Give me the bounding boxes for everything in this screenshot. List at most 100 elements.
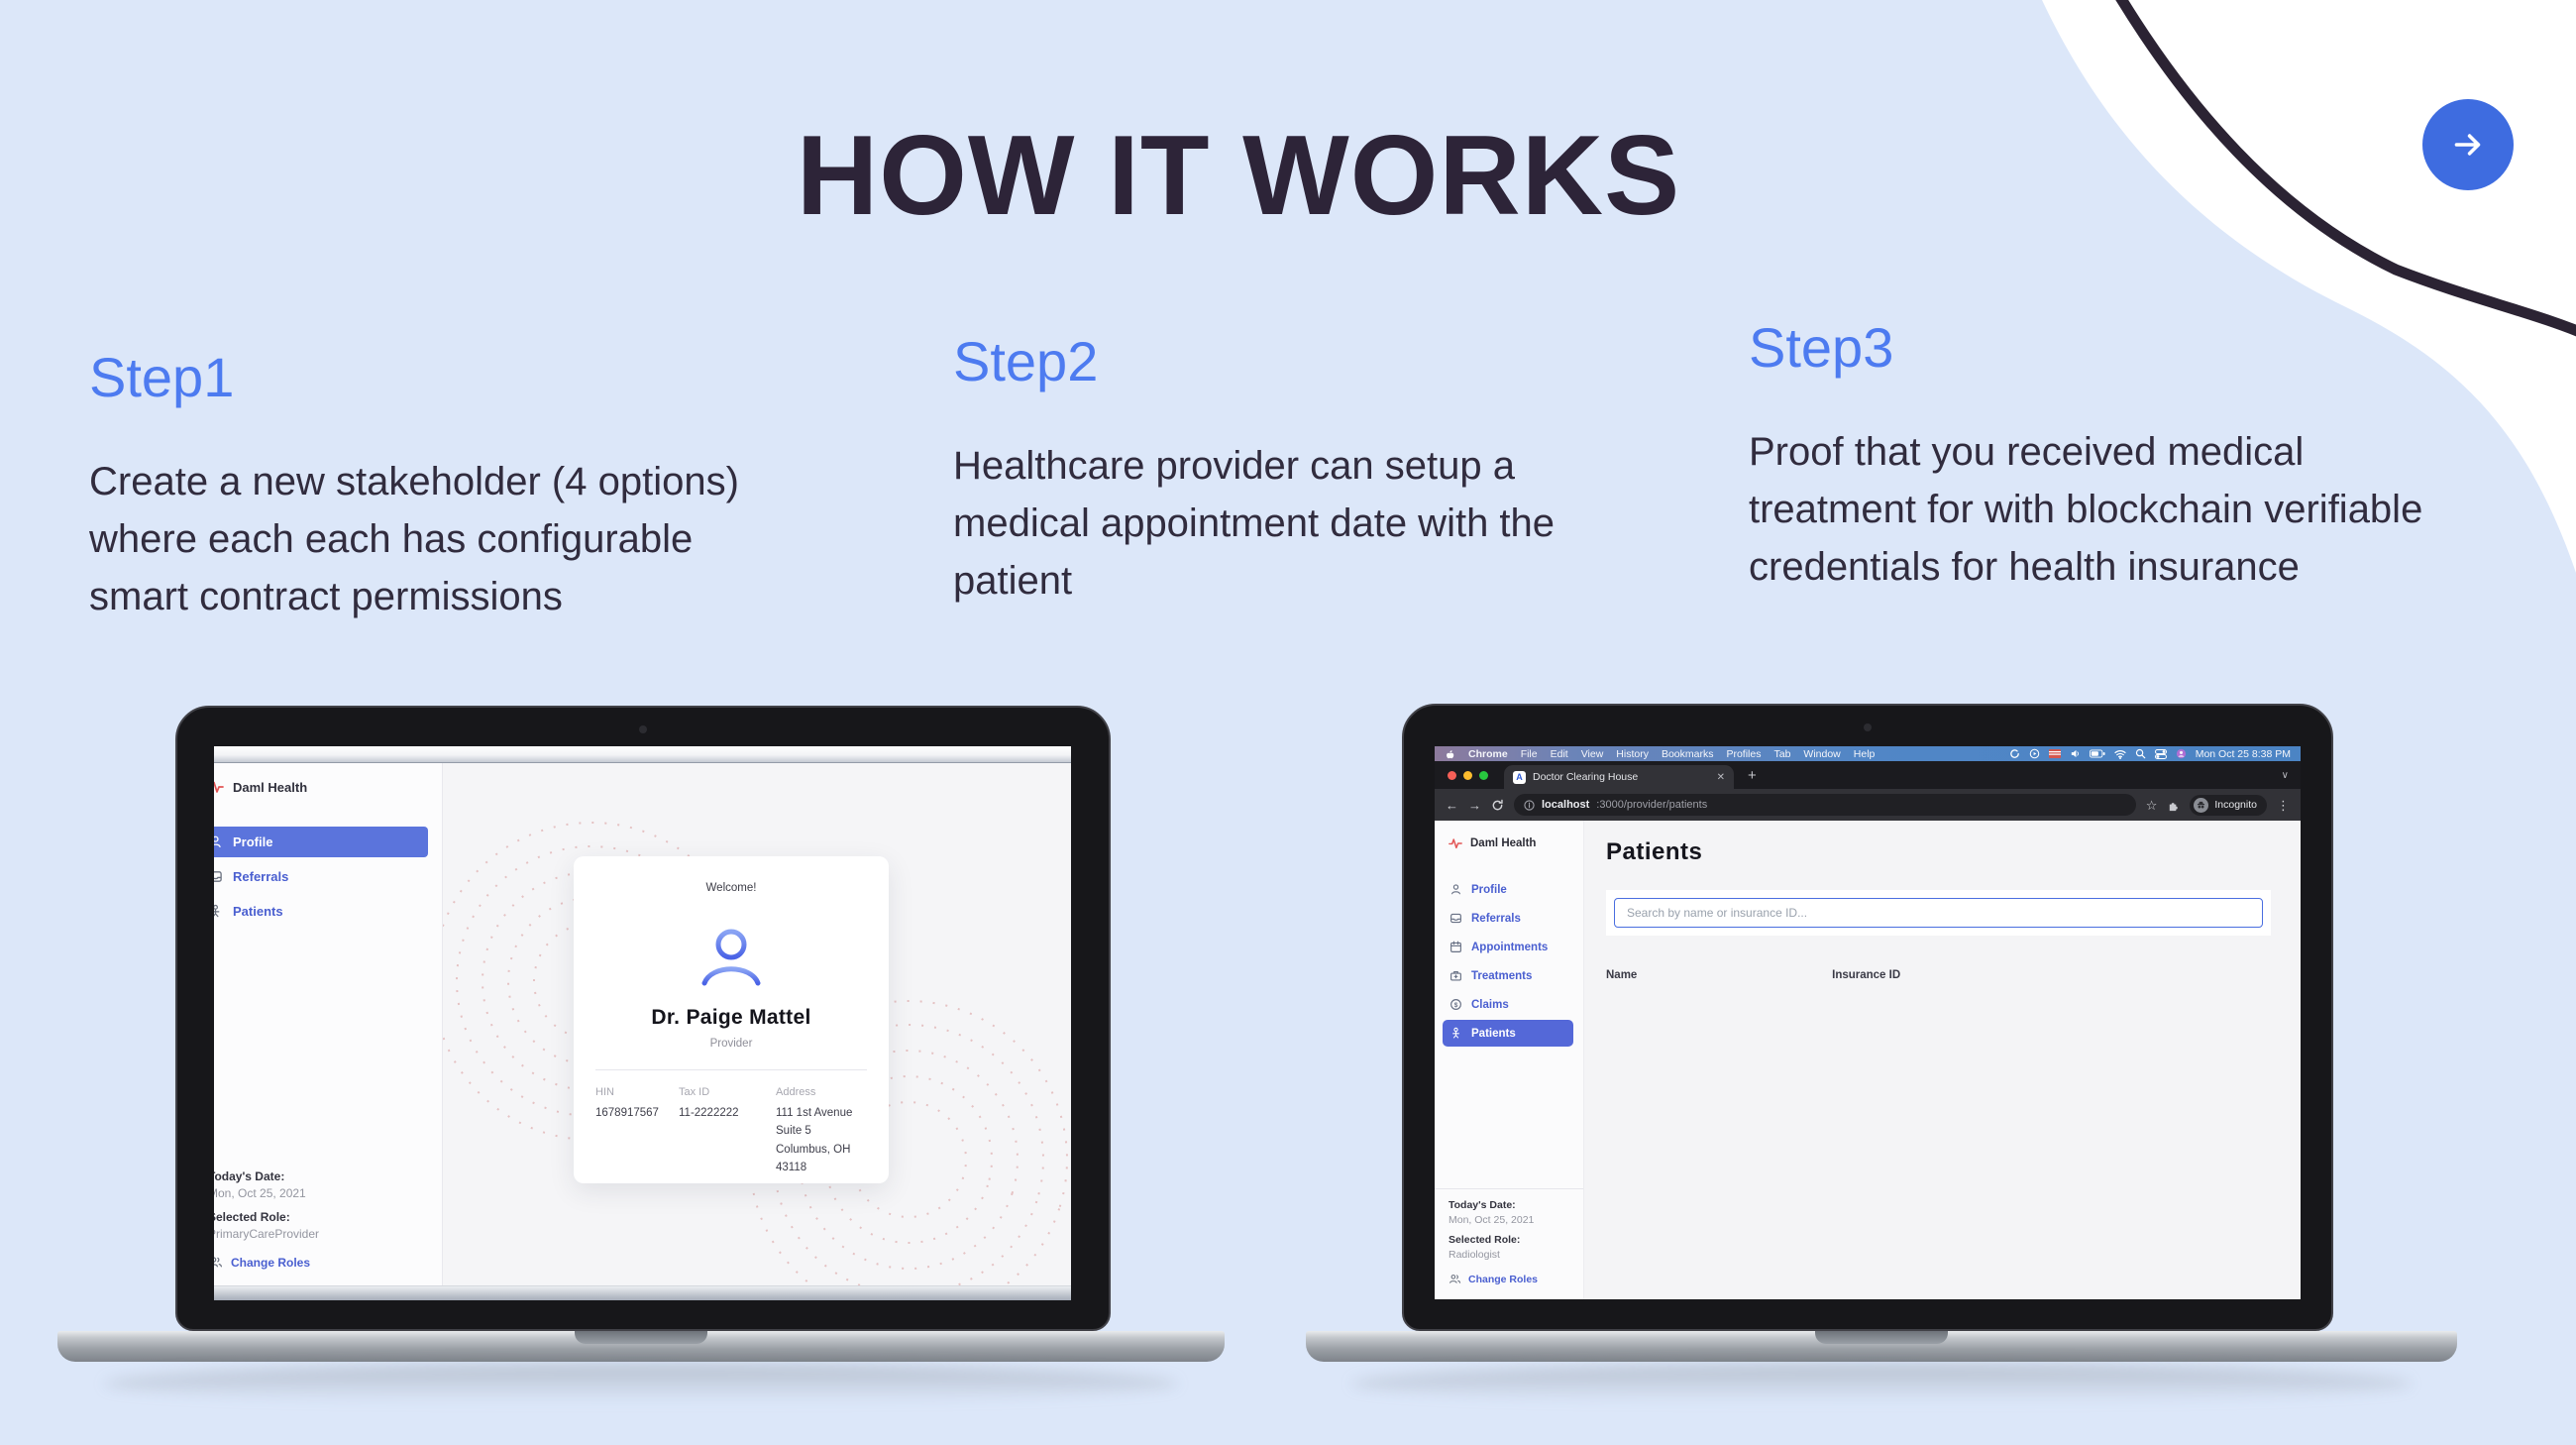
main-area: Patients Name Insurance ID — [1584, 821, 2301, 1299]
new-tab-button[interactable]: + — [1748, 766, 1757, 784]
sidebar-item-label: Appointments — [1471, 941, 1549, 953]
browser-tabbar: A Doctor Clearing House ✕ + ∨ — [1435, 761, 2301, 789]
svg-text:$: $ — [1454, 1002, 1458, 1009]
menubar-app-name[interactable]: Chrome — [1468, 747, 1508, 760]
field-label: HIN — [595, 1086, 614, 1098]
sidebar: Daml Health Profile Referrals — [214, 763, 443, 1285]
laptop-right-notch — [1815, 1331, 1948, 1344]
incognito-icon — [2194, 797, 2209, 813]
info-icon[interactable] — [1524, 799, 1535, 811]
date-value: Mon, Oct 25, 2021 — [1449, 1214, 1535, 1226]
step-2-label: Step2 — [953, 330, 1099, 392]
menubar-clock[interactable]: Mon Oct 25 8:38 PM — [2195, 747, 2291, 760]
addressbar-actions: ☆ Incognito ⋮ — [2145, 794, 2290, 816]
sidebar-item-profile[interactable]: Profile — [1443, 876, 1573, 903]
menubar-status-icons: Mon Oct 25 8:38 PM — [2009, 748, 2291, 760]
profile-fields: HIN 1678917567 Tax ID 11-2222222 Address… — [574, 1086, 889, 1177]
tab-favicon: A — [1513, 770, 1526, 784]
patient-search-input[interactable] — [1614, 898, 2263, 928]
field-value: 1678917567 — [595, 1107, 659, 1119]
forward-button[interactable]: → — [1468, 797, 1481, 813]
kebab-menu-icon[interactable]: ⋮ — [2277, 797, 2290, 813]
dotted-rings-decoration — [749, 1000, 1068, 1285]
sidebar-item-treatments[interactable]: Treatments — [1443, 962, 1573, 989]
sidebar-item-profile[interactable]: Profile — [214, 827, 428, 857]
zoom-window-button[interactable] — [1479, 770, 1488, 780]
column-insurance-id: Insurance ID — [1832, 969, 1901, 981]
menu-profiles[interactable]: Profiles — [1726, 747, 1762, 760]
welcome-text: Welcome! — [705, 882, 757, 894]
people-icon — [214, 1257, 223, 1268]
sidebar-item-referrals[interactable]: Referrals — [1443, 905, 1573, 932]
tab-title: Doctor Clearing House — [1533, 771, 1639, 783]
tab-search-chevron-icon[interactable]: ∨ — [2281, 769, 2289, 781]
window-titlebar — [214, 746, 1071, 763]
people-icon — [1449, 1275, 1461, 1283]
menu-history[interactable]: History — [1616, 747, 1649, 760]
next-slide-button[interactable] — [2422, 99, 2514, 190]
person-outline-icon — [701, 929, 761, 986]
date-value: Mon, Oct 25, 2021 — [214, 1186, 306, 1200]
laptop-right-camera — [1864, 723, 1872, 731]
person-icon — [214, 835, 221, 848]
patients-page-title: Patients — [1606, 838, 1703, 865]
sidebar-item-patients[interactable]: Patients — [1443, 1020, 1573, 1047]
url-bar[interactable]: localhost:3000/provider/patients — [1514, 794, 2136, 816]
inbox-icon — [214, 871, 222, 882]
dollar-circle-icon: $ — [1450, 999, 1461, 1010]
sidebar-item-claims[interactable]: $ Claims — [1443, 991, 1573, 1018]
avatar — [574, 926, 889, 992]
inbox-icon — [1450, 913, 1461, 924]
menu-file[interactable]: File — [1520, 747, 1538, 760]
close-window-button[interactable] — [1448, 770, 1456, 780]
change-roles-label: Change Roles — [231, 1255, 311, 1270]
search-icon — [2135, 748, 2146, 759]
arrow-right-icon — [2454, 134, 2481, 156]
flag-icon — [2048, 749, 2061, 758]
control-center-icon — [2154, 748, 2167, 759]
menu-window[interactable]: Window — [1803, 747, 1841, 760]
extensions-puzzle-icon[interactable] — [2167, 799, 2180, 812]
page-title: HOW IT WORKS — [796, 113, 1681, 239]
change-roles-button[interactable]: Change Roles — [214, 1251, 442, 1285]
doctor-name: Dr. Paige Mattel — [651, 1006, 811, 1029]
incognito-badge: Incognito — [2190, 794, 2267, 816]
date-label: Today's Date: — [214, 1169, 285, 1183]
tab-close-icon[interactable]: ✕ — [1716, 771, 1725, 783]
bookmark-star-icon[interactable]: ☆ — [2145, 797, 2158, 813]
browser-tab[interactable]: A Doctor Clearing House ✕ — [1504, 765, 1734, 789]
step-1: Step1 Create a new stakeholder (4 option… — [89, 345, 872, 625]
reload-icon[interactable] — [1491, 799, 1504, 812]
sidebar-item-referrals[interactable]: Referrals — [214, 861, 428, 892]
sidebar-item-label: Referrals — [233, 869, 289, 884]
sidebar-item-label: Referrals — [1471, 912, 1521, 925]
change-roles-button[interactable]: Change Roles — [1435, 1269, 1583, 1299]
menu-help[interactable]: Help — [1853, 747, 1876, 760]
step-1-text: Create a new stakeholder (4 options) whe… — [89, 460, 739, 618]
field-hin: HIN 1678917567 — [595, 1086, 679, 1177]
person-icon — [1451, 884, 1460, 895]
step-2: Step2 Healthcare provider can setup a me… — [953, 329, 1716, 610]
date-label: Today's Date: — [1449, 1199, 1516, 1211]
sidebar-nav: Profile Referrals Appointments Treatment… — [1435, 874, 1583, 1049]
app-brand: Daml Health — [233, 779, 308, 795]
sidebar-item-patients[interactable]: Patients — [214, 896, 428, 927]
back-button[interactable]: ← — [1446, 797, 1458, 813]
sidebar-item-label: Profile — [1471, 883, 1507, 896]
menu-edit[interactable]: Edit — [1550, 747, 1568, 760]
sidebar-item-appointments[interactable]: Appointments — [1443, 934, 1573, 960]
profile-sphere-icon — [2176, 748, 2186, 759]
play-circle-icon — [2029, 748, 2039, 759]
menu-tab[interactable]: Tab — [1773, 747, 1791, 760]
menu-view[interactable]: View — [1580, 747, 1604, 760]
field-value: 111 1st Avenue Suite 5 Columbus, OH 4311… — [776, 1107, 853, 1174]
doctor-role: Provider — [709, 1038, 753, 1050]
laptop-left-screen: Daml Health Profile Referrals — [214, 746, 1071, 1300]
minimize-window-button[interactable] — [1463, 770, 1472, 780]
calendar-icon — [1450, 941, 1461, 952]
role-value: Radiologist — [1449, 1249, 1500, 1261]
role-label: Selected Role: — [214, 1210, 290, 1224]
laptop-left-base — [57, 1331, 1225, 1403]
menu-bookmarks[interactable]: Bookmarks — [1661, 747, 1714, 760]
